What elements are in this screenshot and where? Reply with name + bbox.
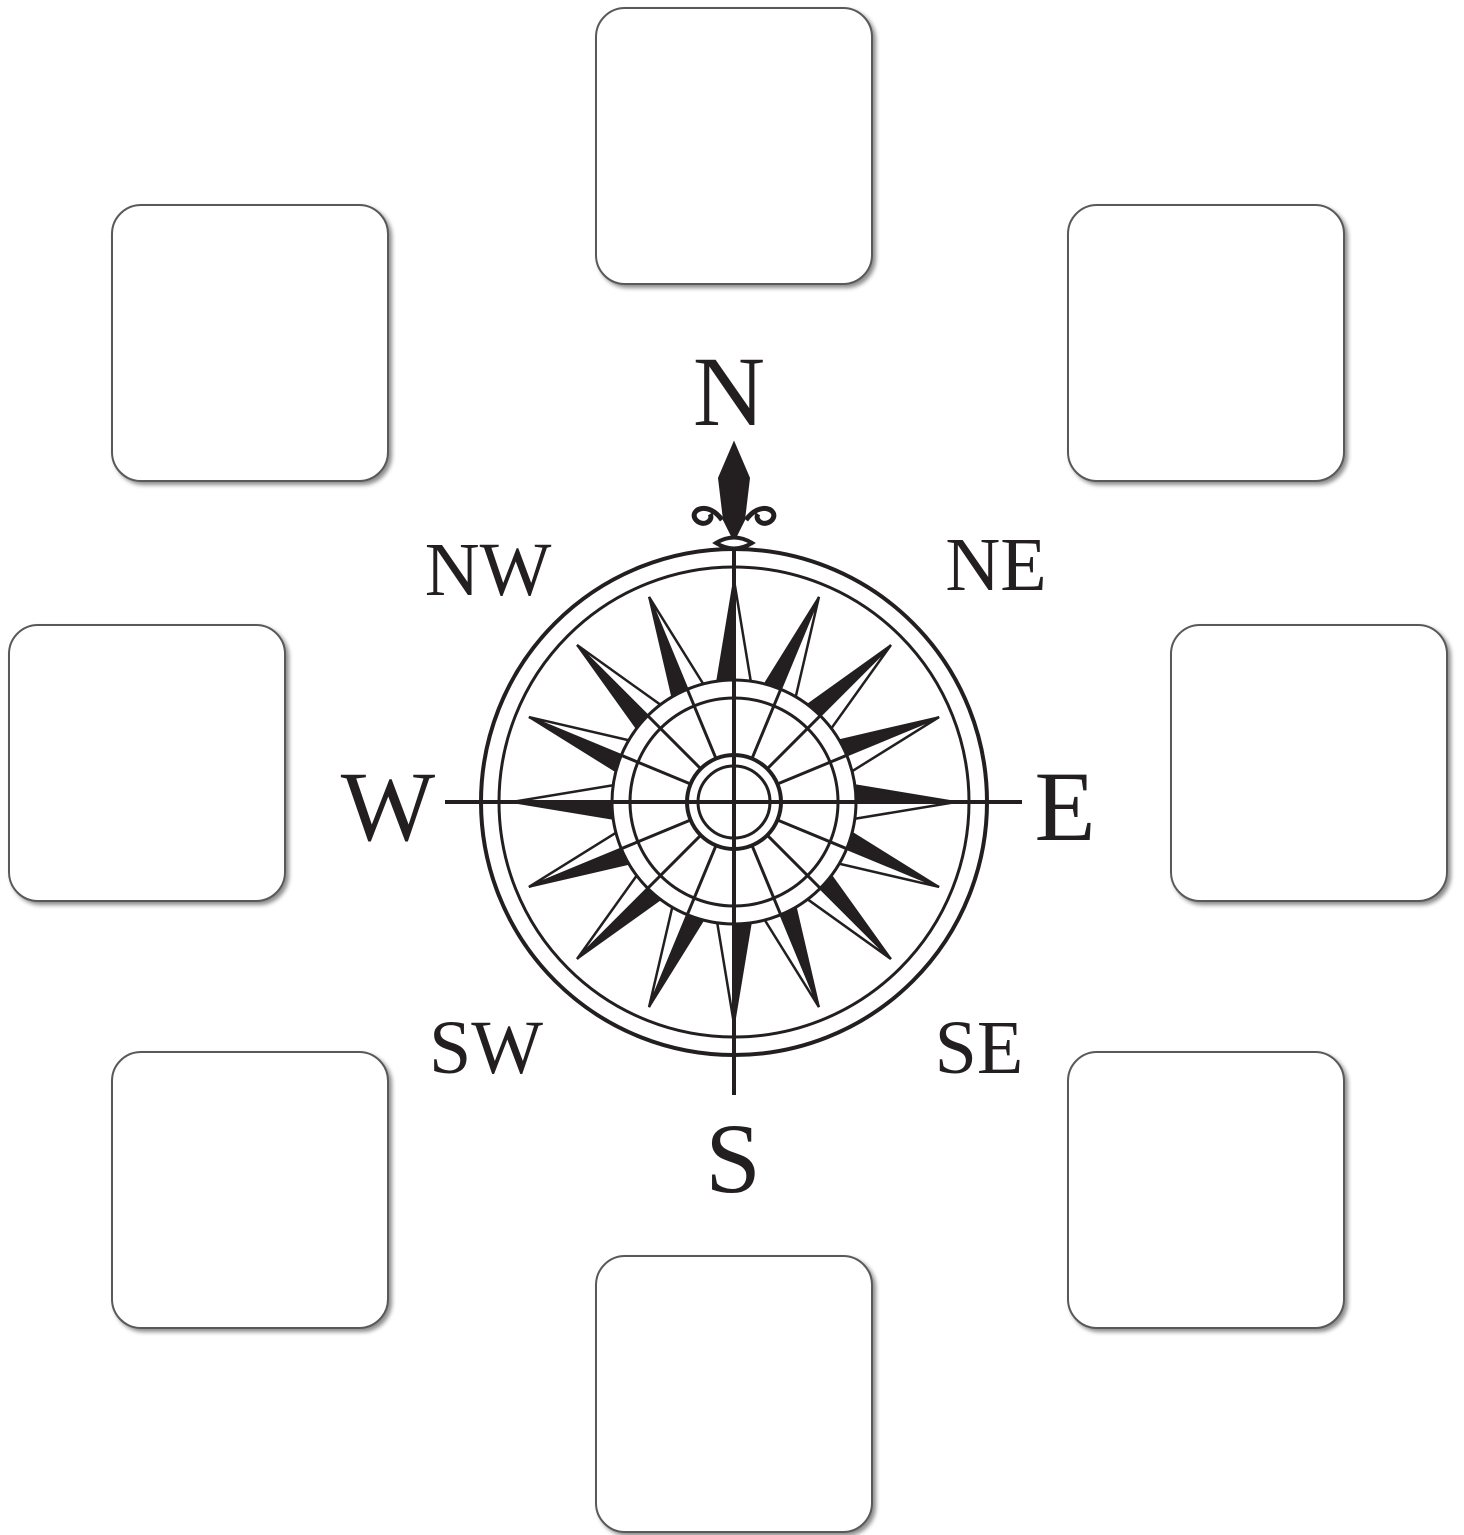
label-east: E (1034, 751, 1095, 862)
label-northwest: NW (425, 528, 552, 612)
label-southwest: SW (429, 1006, 543, 1090)
label-north: N (693, 336, 765, 447)
label-southeast: SE (935, 1006, 1024, 1090)
fleur-de-lis-icon (694, 443, 774, 549)
label-west: W (341, 751, 436, 862)
label-northeast: NE (945, 523, 1046, 607)
label-south: S (705, 1103, 761, 1214)
